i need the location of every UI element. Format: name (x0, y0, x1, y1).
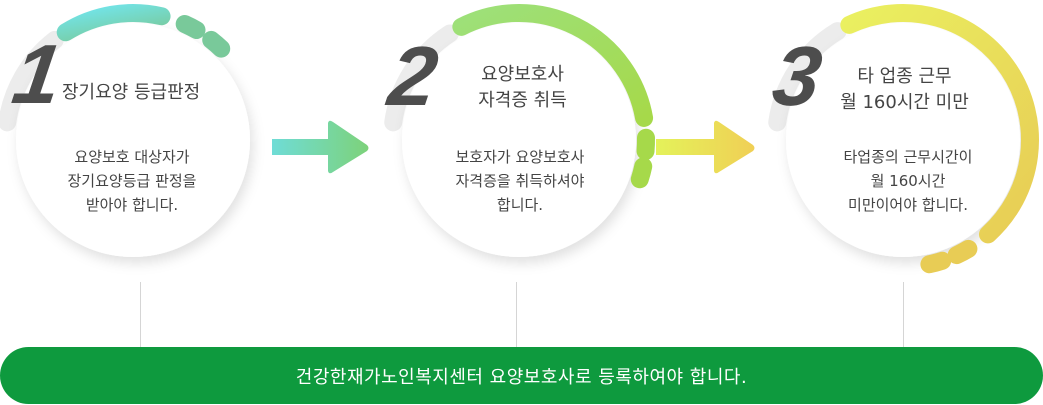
step-title-line: 월 160시간 미만 (840, 92, 969, 113)
inner-circle (786, 23, 1020, 257)
step-title-line: 장기요양 등급판정 (62, 82, 201, 103)
progress-dot (947, 239, 978, 265)
desc-line: 타업종의 근무시간이 (843, 148, 973, 166)
requirement-banner: 건강한재가노인복지센터 요양보호사로 등록하여야 합니다. (0, 347, 1043, 404)
connector-line (516, 282, 517, 350)
desc-line: 장기요양등급 판정을 (67, 172, 197, 190)
progress-arc (452, 4, 654, 127)
arrow-right-icon (656, 120, 755, 174)
step-2: 2 요양보호사 자격증 취득 보호자가 요양보호사 자격증을 취득하셔야 합니다… (380, 0, 660, 290)
step-description: 보호자가 요양보호사 자격증을 취득하셔야 합니다. (380, 145, 660, 217)
banner-text: 건강한재가노인복지센터 요양보호사로 등록하여야 합니다. (295, 366, 748, 388)
desc-line: 받아야 합니다. (85, 196, 179, 214)
step-1: 1 장기요양 등급판정 요양보호 대상자가 장기요양등급 판정을 받아야 합니다… (0, 0, 280, 290)
desc-line: 보호자가 요양보호사 (455, 148, 585, 166)
progress-ring (0, 4, 250, 257)
desc-line: 미만이어야 합니다. (848, 196, 968, 214)
connector-line (903, 282, 904, 350)
desc-line: 합니다. (496, 196, 544, 214)
step-3: 3 타 업종 근무 월 160시간 미만 타업종의 근무시간이 월 160시간 … (764, 0, 1043, 290)
progress-dot (202, 30, 231, 58)
desc-line: 요양보호 대상자가 (74, 148, 190, 166)
desc-line: 월 160시간 (870, 172, 946, 190)
ring-track (384, 24, 459, 132)
progress-ring (384, 4, 655, 257)
inner-circle (16, 23, 250, 257)
progress-arc (840, 4, 1039, 244)
ring-track (768, 22, 847, 132)
arrow-right-icon (272, 120, 369, 174)
progress-dot (630, 157, 653, 189)
connector-line (140, 282, 141, 350)
progress-dot (920, 251, 952, 274)
inner-circle (402, 23, 636, 257)
step-description: 타업종의 근무시간이 월 160시간 미만이어야 합니다. (768, 145, 1043, 217)
step-title-line: 자격증 취득 (478, 90, 567, 111)
step-description: 요양보호 대상자가 장기요양등급 판정을 받아야 합니다. (0, 145, 272, 217)
step-title-line: 타 업종 근무 (857, 66, 952, 87)
desc-line: 자격증을 취득하셔야 (455, 172, 585, 190)
step-title: 장기요양 등급판정 (62, 80, 200, 106)
step-title-line: 요양보호사 (481, 64, 564, 85)
progress-arc (56, 4, 171, 42)
step-title: 타 업종 근무 월 160시간 미만 (832, 64, 977, 116)
progress-dot (175, 14, 206, 40)
progress-ring (768, 4, 1039, 274)
ring-track (0, 30, 64, 132)
step-title: 요양보호사 자격증 취득 (450, 62, 595, 114)
